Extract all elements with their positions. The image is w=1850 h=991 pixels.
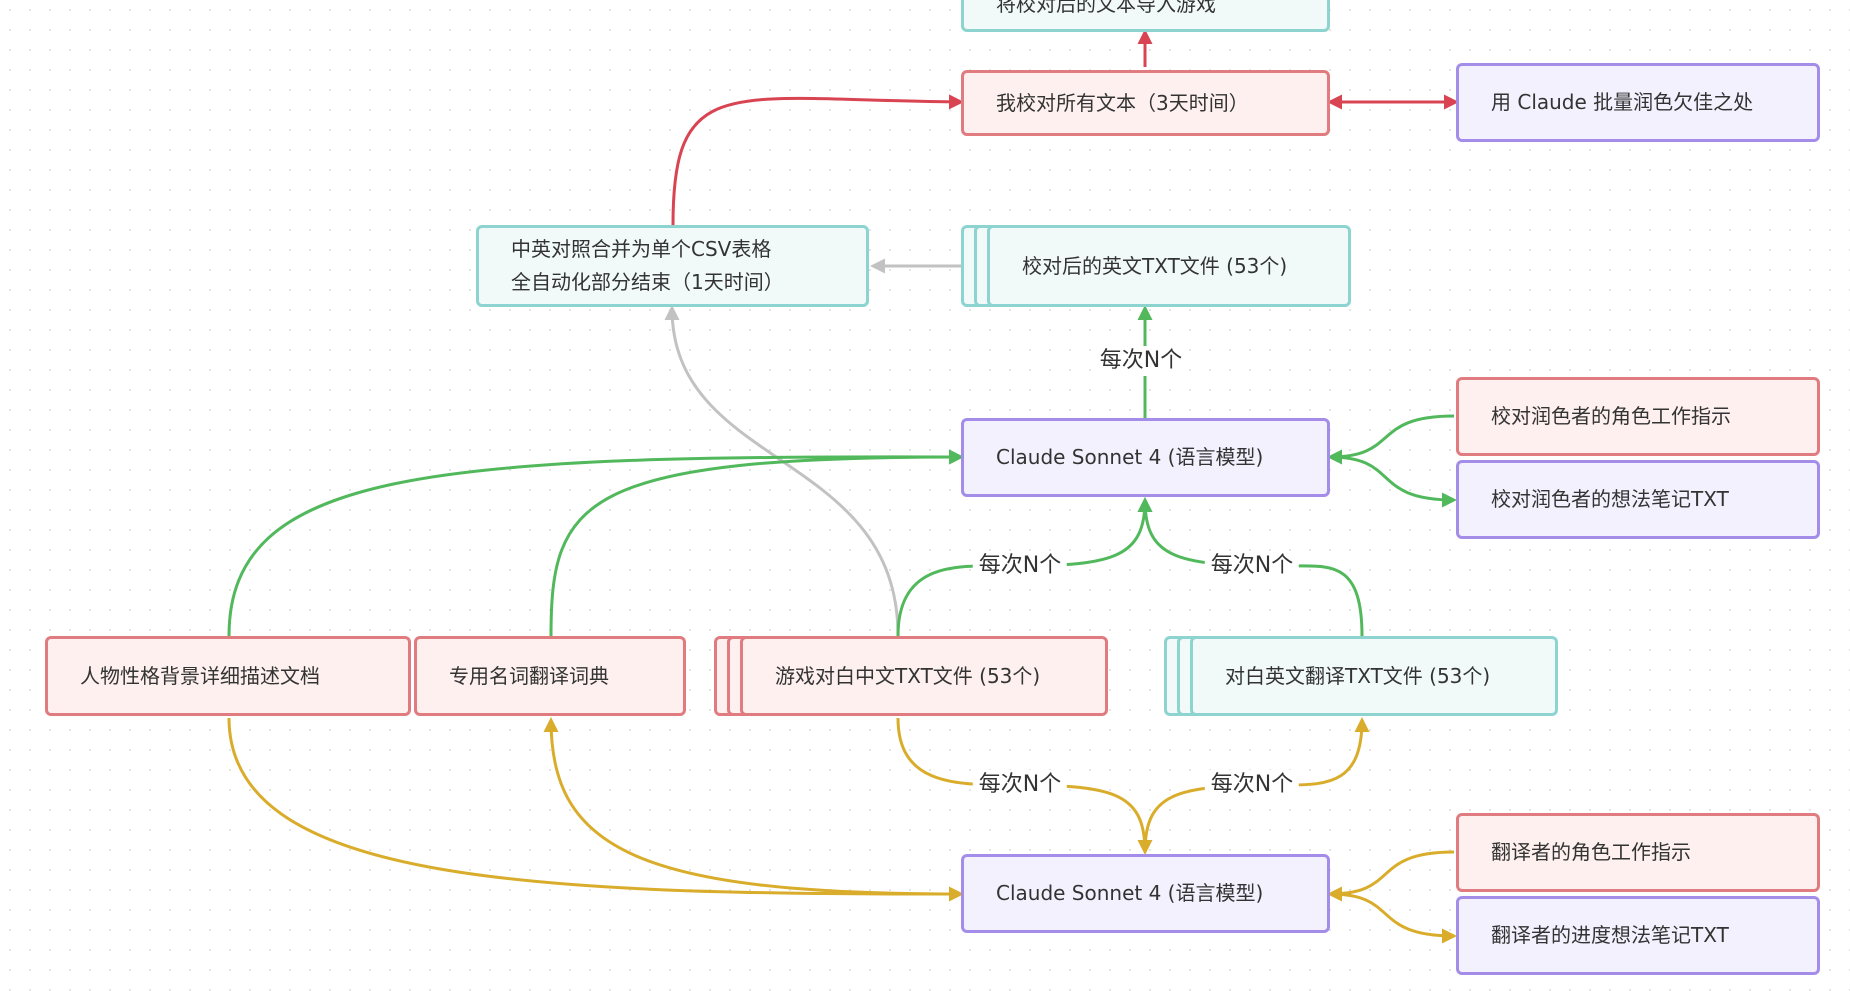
edge-label-en-to-proof: 每次N个 — [1204, 551, 1300, 581]
edge-csv-to-proofread-all — [671, 94, 964, 226]
edge-translator-role-to-translator — [1327, 850, 1455, 902]
edge-label-cn-to-trans: 每次N个 — [972, 770, 1068, 800]
edge-proofer-role-to-proofer — [1327, 414, 1455, 465]
proofread-en-files-text: 校对后的英文TXT文件 (53个) — [1022, 253, 1288, 278]
edge-glossary-to-proofer — [549, 449, 964, 637]
claude-translator-text: Claude Sonnet 4 (语言模型) — [996, 881, 1264, 905]
proofread-all-node[interactable]: 我校对所有文本（3天时间） — [961, 70, 1330, 136]
cn-dialogue-files-node[interactable]: 游戏对白中文TXT文件 (53个) — [740, 636, 1108, 716]
claude-proofreader-node[interactable]: Claude Sonnet 4 (语言模型) — [961, 418, 1330, 497]
import-to-game-text: 将校对后的文本导入游戏 — [996, 0, 1216, 16]
character-doc-node[interactable]: 人物性格背景详细描述文档 — [45, 636, 411, 716]
glossary-node[interactable]: 专用名词翻译词典 — [414, 636, 686, 716]
en-translation-files-node[interactable]: 对白英文翻译TXT文件 (53个) — [1190, 636, 1558, 716]
claude-translator-node[interactable]: Claude Sonnet 4 (语言模型) — [961, 854, 1330, 933]
import-to-game-node[interactable]: 将校对后的文本导入游戏 — [961, 0, 1330, 32]
glossary-text: 专用名词翻译词典 — [449, 663, 609, 688]
claude-batch-polish-text: 用 Claude 批量润色欠佳之处 — [1491, 90, 1754, 114]
csv-merge-node[interactable]: 中英对照合并为单个CSV表格 全自动化部分结束（1天时间） — [476, 225, 869, 307]
cn-dialogue-files-text: 游戏对白中文TXT文件 (53个) — [775, 663, 1041, 688]
translator-notes-text: 翻译者的进度想法笔记TXT — [1491, 923, 1729, 947]
edge-character-to-translator — [227, 717, 964, 902]
edge-translator-to-glossary — [543, 717, 962, 896]
proofreader-notes-text: 校对润色者的想法笔记TXT — [1491, 487, 1729, 511]
claude-proofreader-text: Claude Sonnet 4 (语言模型) — [996, 445, 1264, 469]
character-doc-text: 人物性格背景详细描述文档 — [80, 663, 320, 688]
edge-label-trans-to-en: 每次N个 — [1204, 770, 1300, 800]
csv-merge-line2: 全自动化部分结束（1天时间） — [511, 270, 784, 294]
proofreader-role-text: 校对润色者的角色工作指示 — [1491, 404, 1731, 428]
proofreader-notes-node[interactable]: 校对润色者的想法笔记TXT — [1456, 460, 1820, 539]
proofreader-role-node[interactable]: 校对润色者的角色工作指示 — [1456, 377, 1820, 456]
proofread-all-text: 我校对所有文本（3天时间） — [996, 90, 1249, 115]
edge-proofer-notes-link — [1329, 455, 1457, 508]
edge-translator-notes-link — [1329, 892, 1457, 944]
edge-label-cn-to-proof: 每次N个 — [972, 551, 1068, 581]
translator-role-node[interactable]: 翻译者的角色工作指示 — [1456, 813, 1820, 892]
proofread-en-files-node[interactable]: 校对后的英文TXT文件 (53个) — [987, 225, 1351, 307]
edge-character-to-proofer — [227, 449, 964, 637]
translator-notes-node[interactable]: 翻译者的进度想法笔记TXT — [1456, 896, 1820, 975]
en-translation-files-text: 对白英文翻译TXT文件 (53个) — [1225, 663, 1491, 688]
edge-cn-to-csv — [664, 305, 900, 637]
claude-batch-polish-node[interactable]: 用 Claude 批量润色欠佳之处 — [1456, 63, 1820, 142]
edge-label-proof-out: 每次N个 — [1093, 346, 1189, 376]
csv-merge-line1: 中英对照合并为单个CSV表格 — [511, 237, 772, 261]
translator-role-text: 翻译者的角色工作指示 — [1491, 840, 1691, 864]
